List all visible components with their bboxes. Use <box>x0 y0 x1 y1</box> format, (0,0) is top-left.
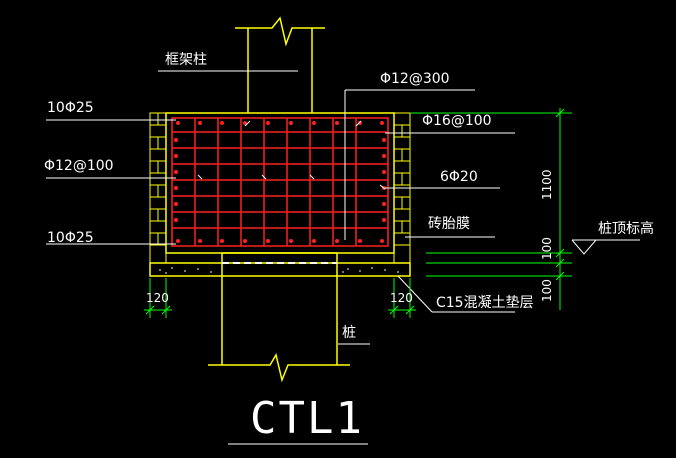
frame-column <box>235 16 325 113</box>
label-frame-column: 框架柱 <box>165 52 207 68</box>
label-side-bars-left: Φ12@100 <box>44 158 114 174</box>
dim-height-mid: 100 <box>540 237 554 260</box>
rebar-cage <box>171 117 389 247</box>
rebar-dots <box>174 121 386 243</box>
drawing-title: CTL1 <box>250 393 364 444</box>
label-top-bars: 10Φ25 <box>47 100 94 116</box>
leader-lines <box>46 70 515 345</box>
label-bottom-bars: 10Φ25 <box>47 230 94 246</box>
pile-body <box>208 252 350 383</box>
elevation-symbol <box>571 239 640 255</box>
label-side-bars-right: 6Φ20 <box>440 169 478 185</box>
label-hoop: Φ16@100 <box>422 113 492 129</box>
dim-left-wall: 120 <box>146 291 169 305</box>
dim-height-main: 1100 <box>540 169 554 200</box>
label-stirrup-top: Φ12@300 <box>380 71 450 87</box>
stirrup-hooks <box>197 120 386 190</box>
dim-height-bottom: 100 <box>540 279 554 302</box>
label-pile: 桩 <box>342 324 356 341</box>
label-brick-mold: 砖胎膜 <box>428 216 470 232</box>
cushion-layer <box>149 262 411 277</box>
label-pile-top-elevation: 桩顶标高 <box>598 220 654 237</box>
cap-outline <box>165 112 395 254</box>
label-cushion: C15混凝土垫层 <box>436 295 534 311</box>
dim-right-wall: 120 <box>390 291 413 305</box>
dimension-lines <box>144 108 572 318</box>
brick-wall-left <box>149 112 167 264</box>
